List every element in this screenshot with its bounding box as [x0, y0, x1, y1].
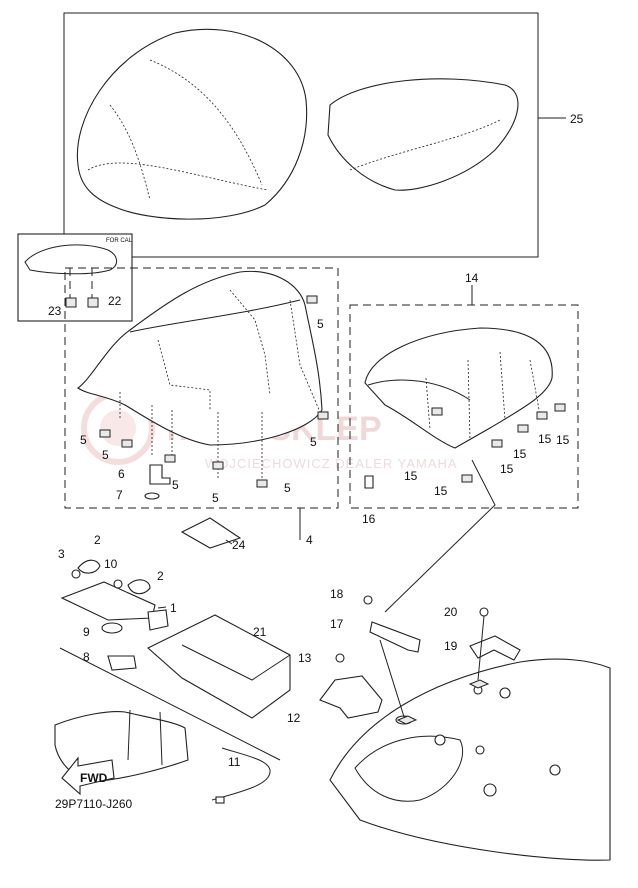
bolt-18	[363, 595, 373, 605]
callout-11: 11	[228, 755, 241, 769]
watermark-sub: WOJCIECHOWICZ DEALER YAMAHA	[205, 456, 458, 471]
callout-5-g: 5	[284, 481, 291, 495]
callout-5-f: 5	[212, 491, 219, 505]
callout-21: 21	[253, 625, 267, 639]
callout-15-b: 15	[434, 484, 448, 498]
callout-15-d: 15	[513, 447, 527, 461]
callout-1: 1	[170, 601, 177, 615]
seat-lock-assembly: 1 2 2 3 10 9 8	[58, 533, 281, 761]
callout-9: 9	[83, 625, 90, 639]
callout-24: 24	[232, 538, 246, 552]
cap-2-a	[77, 559, 101, 574]
cap-2-b	[127, 579, 151, 595]
fwd-label: FWD	[80, 771, 108, 785]
bolt-20	[479, 607, 489, 617]
callout-8: 8	[83, 650, 90, 664]
callout-16: 16	[362, 512, 376, 526]
seat-cover-box: 25	[63, 12, 584, 258]
callout-5-e: 5	[172, 478, 179, 492]
callout-2-b: 2	[157, 569, 164, 583]
rider-seat-cover	[76, 28, 308, 220]
callout-15-f: 15	[556, 433, 570, 447]
washer-9	[101, 622, 123, 634]
callout-19: 19	[444, 639, 458, 653]
callout-12: 12	[287, 711, 301, 725]
nut-10	[113, 579, 123, 589]
bracket-6	[149, 464, 171, 485]
passenger-seat-cover	[327, 78, 519, 191]
bracket-17	[369, 621, 421, 653]
rider-seat	[77, 270, 323, 446]
cable-end-11	[215, 796, 225, 804]
inset-note: FOR CAL	[106, 238, 133, 244]
callout-15-c: 15	[500, 462, 514, 476]
callout-2-a: 2	[94, 533, 101, 547]
callout-13: 13	[298, 651, 312, 665]
fwd-arrow: FWD	[61, 756, 115, 796]
callout-15-a: 15	[404, 469, 418, 483]
tool-tray-21	[147, 614, 291, 719]
callout-22: 22	[108, 294, 122, 308]
callout-10: 10	[104, 557, 118, 571]
callout-7: 7	[116, 488, 123, 502]
bolt-16	[364, 475, 374, 489]
diagram-code: 29P7110-J260	[55, 797, 133, 811]
callout-18: 18	[330, 587, 344, 601]
callout-6: 6	[118, 467, 125, 481]
label-24	[180, 517, 242, 549]
bracket-19	[469, 635, 521, 661]
bolt-3	[71, 569, 81, 579]
callout-15-e: 15	[538, 432, 552, 446]
callout-5-b: 5	[310, 435, 317, 449]
callout-5-c: 5	[80, 433, 87, 447]
callout-25: 25	[570, 112, 584, 126]
nut-5-group: 5 5 5 5 5 5 5	[80, 295, 329, 505]
rider-seat-assembly: 4 5 5 5 5 5 5 5 6 7	[64, 267, 339, 547]
callout-23: 23	[48, 304, 62, 318]
bracket-12	[319, 675, 383, 719]
callout-17: 17	[330, 617, 344, 631]
passenger-seat	[364, 327, 553, 449]
bolt-13	[335, 653, 345, 663]
callout-14: 14	[465, 271, 479, 285]
for-cal-inset: FOR CAL 23 22	[17, 233, 133, 322]
callout-4: 4	[306, 533, 313, 547]
nut-15-group: 15 15 15 15 15 15	[404, 403, 570, 498]
callout-5-d: 5	[102, 448, 109, 462]
callout-3: 3	[58, 547, 65, 561]
washer-7	[144, 492, 160, 500]
passenger-seat-assembly: 14 15 15 15 15 15 15 16	[349, 271, 579, 526]
callout-20: 20	[444, 605, 458, 619]
lock-8	[107, 655, 137, 671]
callout-5-a: 5	[317, 317, 324, 331]
